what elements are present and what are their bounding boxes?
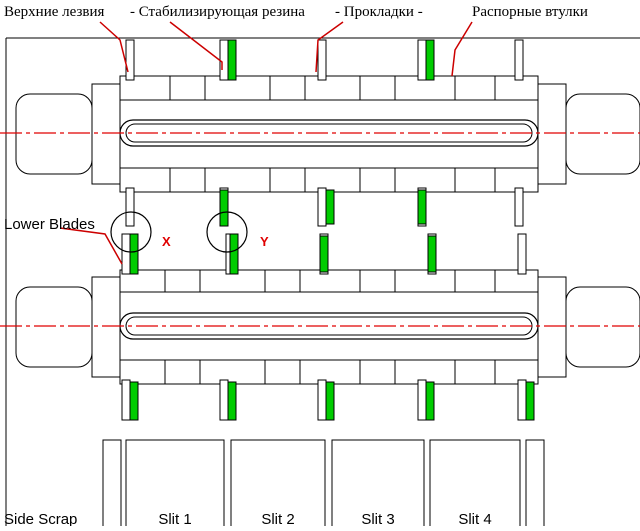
upper-blade (125, 187, 135, 227)
upper-shaft-right-end (565, 93, 640, 175)
frame-lines (5, 37, 640, 526)
detail-circles (110, 211, 248, 253)
strip-label: Side Scrap (4, 511, 77, 526)
upper-sleeve-segments (169, 76, 496, 192)
rubber-strip (525, 381, 535, 421)
slit-strip (429, 439, 521, 531)
lower-blade (121, 233, 131, 275)
upper-shaft-right-collar (537, 83, 567, 185)
strip-label: Slit 2 (261, 511, 294, 526)
side-scrap-strip-left (102, 439, 122, 531)
slit-strip (230, 439, 326, 531)
lower-blade (121, 379, 131, 421)
rubber-strip (325, 189, 335, 225)
rubber-strip (417, 189, 427, 225)
strip-label: Slit 1 (158, 511, 191, 526)
label-spacer-sleeves: Распорные втулки (472, 4, 588, 20)
upper-blades-bottom (125, 187, 524, 227)
lower-blade (517, 233, 527, 275)
lower-sleeve-segments (164, 270, 496, 384)
upper-blade (317, 39, 327, 81)
rubber-strip (427, 235, 437, 273)
lower-shaft-left-end (15, 286, 93, 368)
strip-label: Slit 4 (458, 511, 491, 526)
lower-blades-top (121, 233, 527, 275)
upper-blade (514, 39, 524, 81)
rubber-strip (425, 381, 435, 421)
rubber-strip (227, 381, 237, 421)
side-scrap-strip-right (525, 439, 545, 531)
lower-blade (317, 379, 327, 421)
label-lower-blades: Lower Blades (4, 216, 95, 233)
rubber-strip (229, 233, 239, 275)
slit-strip (331, 439, 425, 531)
lower-shaft-right-end (565, 286, 640, 368)
lower-blades-bottom (121, 379, 535, 421)
upper-shaft-left-end (15, 93, 93, 175)
rubber-strip (319, 235, 329, 273)
leader-lines (59, 21, 473, 265)
rubber-strip (325, 381, 335, 421)
label-spacers: - Прокладки - (335, 4, 423, 20)
upper-blade (219, 39, 229, 81)
detail-circle-y (206, 211, 248, 253)
detail-circle-x (110, 211, 152, 253)
lower-blade (517, 379, 527, 421)
upper-shaft-left-collar (91, 83, 121, 185)
slit-strips (102, 439, 545, 531)
lower-shaft-left-collar (91, 276, 121, 378)
rubber-strip (219, 189, 229, 227)
slit-strip (125, 439, 225, 531)
upper-blade (514, 187, 524, 227)
label-upper-blades: Верхние лезвия (4, 4, 104, 20)
label-stabilizing-rubber: - Стабилизирующая резина (130, 4, 305, 20)
rubber-strip (227, 39, 237, 81)
strip-label: Slit 3 (361, 511, 394, 526)
lower-shaft-right-collar (537, 276, 567, 378)
rubber-strip (425, 39, 435, 81)
rubber-strip (129, 381, 139, 421)
upper-blade (317, 187, 327, 227)
detail-mark-x: X (162, 234, 171, 249)
upper-blade (417, 39, 427, 81)
lower-blade (219, 379, 229, 421)
upper-blade (125, 39, 135, 81)
detail-mark-y: Y (260, 234, 269, 249)
lower-blade (417, 379, 427, 421)
rubber-strip (129, 233, 139, 275)
upper-blades-top (125, 39, 524, 81)
